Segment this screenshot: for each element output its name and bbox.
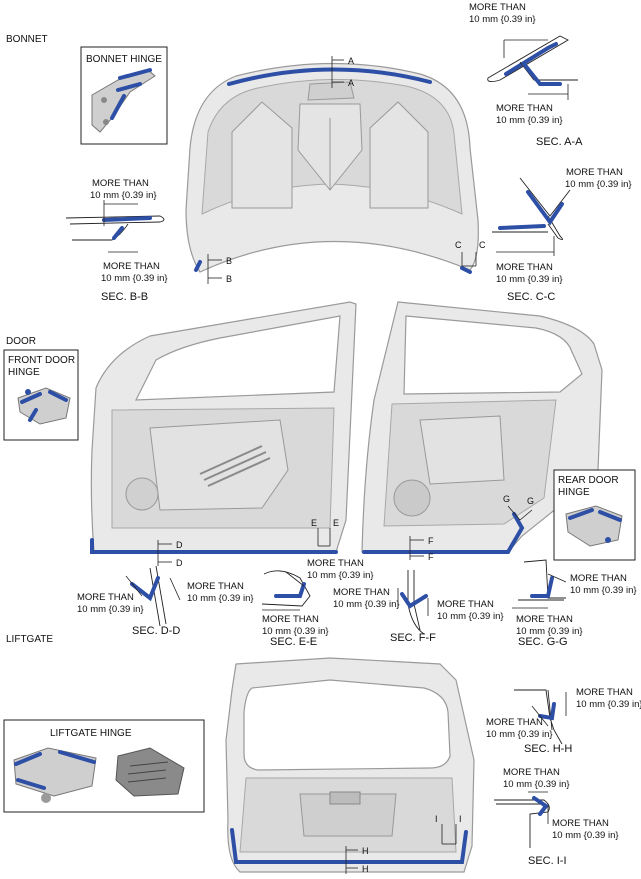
svg-text:10 mm {0.39 in}: 10 mm {0.39 in}	[496, 115, 563, 126]
section-a-a: MORE THAN 10 mm {0.39 in} MORE THAN 10 m…	[469, 2, 583, 148]
marker-e: E E	[311, 518, 339, 547]
svg-text:10 mm {0.39 in}: 10 mm {0.39 in}	[496, 274, 563, 285]
marker-c: C C	[455, 240, 486, 267]
marker-b: B B	[207, 254, 232, 284]
svg-text:G: G	[503, 494, 510, 504]
svg-text:I: I	[435, 814, 438, 824]
svg-text:SEC. D-D: SEC. D-D	[132, 625, 180, 637]
svg-text:I: I	[459, 814, 462, 824]
svg-text:MORE THAN: MORE THAN	[566, 167, 623, 178]
svg-text:10 mm {0.39 in}: 10 mm {0.39 in}	[552, 830, 619, 841]
liftgate-hinge-inset: LIFTGATE HINGE	[3, 719, 205, 813]
svg-text:F: F	[428, 552, 434, 562]
section-i-i: MORE THAN 10 mm {0.39 in} MORE THAN 10 m…	[494, 767, 619, 867]
front-door-hinge-inset: FRONT DOOR HINGE	[3, 349, 79, 441]
marker-d: D D	[157, 540, 183, 568]
svg-text:SEC. B-B: SEC. B-B	[101, 291, 148, 303]
svg-text:MORE THAN: MORE THAN	[496, 103, 553, 114]
rear-door-hinge-inset: REAR DOOR HINGE	[553, 469, 636, 561]
front-door-panel	[90, 301, 357, 554]
svg-text:E: E	[333, 518, 339, 528]
svg-text:SEC. I-I: SEC. I-I	[528, 855, 567, 867]
svg-text:SEC. E-E: SEC. E-E	[270, 636, 317, 648]
svg-text:REAR DOOR: REAR DOOR	[558, 475, 619, 486]
svg-text:10 mm {0.39 in}: 10 mm {0.39 in}	[307, 570, 374, 581]
door-heading: DOOR	[6, 336, 36, 347]
svg-text:B: B	[226, 256, 232, 266]
marker-f: F F	[409, 536, 434, 562]
section-f-f: MORE THAN 10 mm {0.39 in} MORE THAN 10 m…	[333, 570, 504, 644]
svg-text:MORE THAN: MORE THAN	[469, 2, 526, 13]
svg-text:10 mm {0.39 in}: 10 mm {0.39 in}	[469, 14, 536, 25]
svg-text:SEC. C-C: SEC. C-C	[507, 291, 555, 303]
svg-text:SEC. G-G: SEC. G-G	[518, 636, 568, 648]
svg-text:MORE THAN: MORE THAN	[77, 592, 134, 603]
svg-text:10 mm {0.39 in}: 10 mm {0.39 in}	[516, 626, 583, 637]
svg-text:10 mm {0.39 in}: 10 mm {0.39 in}	[565, 179, 632, 190]
svg-text:MORE THAN: MORE THAN	[486, 717, 543, 728]
svg-text:E: E	[311, 518, 317, 528]
svg-text:SEC. H-H: SEC. H-H	[524, 743, 572, 755]
svg-text:MORE THAN: MORE THAN	[516, 614, 573, 625]
svg-text:C: C	[479, 240, 486, 250]
svg-text:MORE THAN: MORE THAN	[92, 178, 149, 189]
svg-text:B: B	[226, 274, 232, 284]
svg-text:H: H	[362, 864, 369, 874]
svg-text:10 mm {0.39 in}: 10 mm {0.39 in}	[77, 604, 144, 615]
svg-text:G: G	[527, 496, 534, 506]
svg-text:A: A	[348, 56, 354, 66]
svg-text:10 mm {0.39 in}: 10 mm {0.39 in}	[90, 190, 157, 201]
section-e-e: MORE THAN 10 mm {0.39 in} MORE THAN 10 m…	[261, 558, 374, 648]
svg-text:MORE THAN: MORE THAN	[503, 767, 560, 778]
bonnet-panel	[185, 62, 479, 274]
svg-text:MORE THAN: MORE THAN	[262, 614, 319, 625]
svg-text:10 mm {0.39 in}: 10 mm {0.39 in}	[486, 729, 553, 740]
section-h-h: MORE THAN 10 mm {0.39 in} MORE THAN 10 m…	[486, 687, 641, 755]
svg-text:A: A	[348, 78, 354, 88]
section-d-d: MORE THAN 10 mm {0.39 in} MORE THAN 10 m…	[77, 565, 254, 637]
svg-text:MORE THAN: MORE THAN	[437, 599, 494, 610]
svg-text:FRONT DOOR: FRONT DOOR	[8, 355, 75, 366]
svg-text:H: H	[362, 846, 369, 856]
marker-i: I I	[435, 814, 462, 845]
svg-text:10 mm {0.39 in}: 10 mm {0.39 in}	[187, 593, 254, 604]
svg-text:C: C	[455, 240, 462, 250]
svg-text:F: F	[428, 536, 434, 546]
svg-text:D: D	[176, 540, 183, 550]
marker-h: H H	[345, 846, 369, 874]
bonnet-hinge-label: BONNET HINGE	[86, 54, 162, 65]
svg-text:10 mm {0.39 in}: 10 mm {0.39 in}	[503, 779, 570, 790]
svg-text:MORE THAN: MORE THAN	[576, 687, 633, 698]
svg-text:D: D	[176, 558, 183, 568]
bonnet-heading: BONNET	[6, 34, 48, 45]
svg-text:10 mm {0.39 in}: 10 mm {0.39 in}	[333, 599, 400, 610]
bonnet-hinge-inset: BONNET HINGE	[80, 46, 168, 145]
svg-text:10 mm {0.39 in}: 10 mm {0.39 in}	[437, 611, 504, 622]
svg-text:10 mm {0.39 in}: 10 mm {0.39 in}	[570, 585, 637, 596]
section-b-b: MORE THAN 10 mm {0.39 in} MORE THAN 10 m…	[65, 178, 168, 303]
svg-text:HINGE: HINGE	[558, 487, 590, 498]
svg-text:MORE THAN: MORE THAN	[570, 573, 627, 584]
section-g-g: MORE THAN 10 mm {0.39 in} MORE THAN 10 m…	[512, 559, 637, 648]
svg-text:MORE THAN: MORE THAN	[552, 818, 609, 829]
svg-text:10 mm {0.39 in}: 10 mm {0.39 in}	[262, 626, 329, 637]
svg-text:SEC. F-F: SEC. F-F	[390, 632, 436, 644]
svg-text:MORE THAN: MORE THAN	[496, 262, 553, 273]
liftgate-heading: LIFTGATE	[6, 634, 53, 645]
svg-text:MORE THAN: MORE THAN	[187, 581, 244, 592]
section-c-c: MORE THAN 10 mm {0.39 in} MORE THAN 10 m…	[492, 167, 632, 303]
svg-text:MORE THAN: MORE THAN	[307, 558, 364, 569]
svg-text:MORE THAN: MORE THAN	[333, 587, 390, 598]
svg-text:SEC. A-A: SEC. A-A	[536, 136, 583, 148]
rear-door-panel	[361, 301, 603, 554]
marker-g: G G	[503, 494, 534, 521]
svg-text:HINGE: HINGE	[8, 367, 40, 378]
marker-a: A A	[331, 56, 354, 88]
svg-text:10 mm {0.39 in}: 10 mm {0.39 in}	[101, 273, 168, 284]
liftgate-panel	[225, 657, 475, 873]
svg-text:MORE THAN: MORE THAN	[103, 261, 160, 272]
svg-text:10 mm {0.39 in}: 10 mm {0.39 in}	[576, 699, 641, 710]
svg-text:LIFTGATE HINGE: LIFTGATE HINGE	[50, 728, 132, 739]
